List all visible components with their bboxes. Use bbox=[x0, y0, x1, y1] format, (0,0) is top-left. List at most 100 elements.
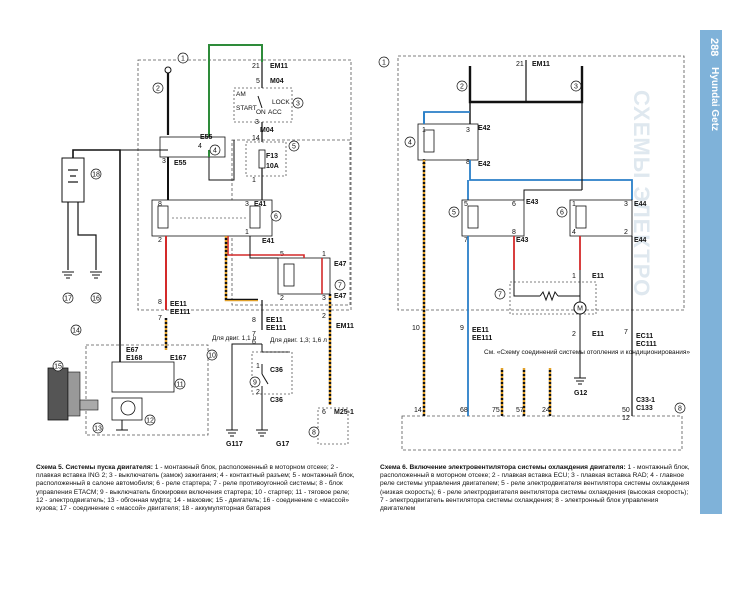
side-title: Hyundai Getz bbox=[709, 67, 720, 132]
engine-11-label: Для двиг. 1,1 л bbox=[212, 335, 256, 342]
fan-relay-high-e44 bbox=[569, 199, 633, 237]
pin-8-e41: 8 bbox=[158, 201, 162, 208]
conn-e41-bottom: E41 bbox=[262, 238, 275, 245]
conn-e55-top: E55 bbox=[200, 134, 213, 141]
conn-c36-top: C36 bbox=[270, 367, 283, 374]
ignition-switch-box bbox=[233, 87, 293, 123]
ecu-block bbox=[401, 415, 683, 451]
right-ref-2: 2 bbox=[460, 84, 464, 91]
left-ref-9: 9 bbox=[253, 380, 257, 387]
conn-ee111-b: EE111 bbox=[266, 325, 286, 332]
side-tab-text: 288 Hyundai Getz bbox=[702, 38, 720, 238]
left-ref-8: 8 bbox=[312, 430, 316, 437]
pin-1-e42: 1 bbox=[422, 127, 426, 134]
right-ref-6: 6 bbox=[560, 210, 564, 217]
pin-14: 14 bbox=[252, 135, 260, 142]
pin-8-e43: 8 bbox=[512, 229, 516, 236]
pin-1-e47: 1 bbox=[322, 251, 326, 258]
ground-g17 bbox=[256, 429, 268, 437]
left-ref-11: 11 bbox=[176, 382, 183, 389]
conn-e44-top: E44 bbox=[634, 201, 647, 208]
ground-g117-label: G117 bbox=[226, 441, 243, 448]
wire-green bbox=[208, 44, 263, 150]
pin-1-e11: 1 bbox=[572, 273, 576, 280]
left-block-5-outline bbox=[231, 139, 351, 306]
pin-6-m25: 6 bbox=[322, 409, 326, 416]
right-refs: 1 2 3 4 5 6 7 8 bbox=[378, 56, 686, 414]
pin-2-em11: 2 bbox=[322, 313, 326, 320]
pin-1-e44: 1 bbox=[572, 201, 576, 208]
ground-g12 bbox=[574, 377, 586, 385]
fan-motor-m: M bbox=[577, 306, 583, 313]
ground-16-body bbox=[90, 271, 102, 279]
conn-e67: E67 bbox=[126, 347, 139, 354]
conn-e44-bottom: E44 bbox=[634, 237, 647, 244]
left-ref-18: 18 bbox=[92, 172, 100, 179]
conn-m04-top: M04 bbox=[270, 78, 284, 85]
page-number: 288 bbox=[708, 38, 720, 57]
pin-4-e44: 4 bbox=[572, 229, 576, 236]
conn-e43-top: E43 bbox=[526, 199, 539, 206]
wire-blue-relay-bus bbox=[469, 160, 633, 200]
starter-motor bbox=[111, 397, 143, 421]
conn-e47-bottom: E47 bbox=[334, 293, 347, 300]
conn-m25: M25-1 bbox=[334, 409, 354, 416]
pin-7-ec: 7 bbox=[624, 329, 628, 336]
ecu-pin-68: 68 bbox=[460, 407, 468, 414]
conn-ee111-right: EE111 bbox=[472, 335, 492, 342]
ecu-pin-75: 75 bbox=[492, 407, 500, 414]
conn-em11-right: EM11 bbox=[532, 61, 550, 68]
right-diagram: EM11 21 E42 E42 1 2 3 8 E43 E43 5 6 7 bbox=[397, 55, 690, 451]
right-ref-1: 1 bbox=[382, 60, 386, 67]
pin-3-e44: 3 bbox=[624, 201, 628, 208]
fuse-f13-label: F13 bbox=[266, 153, 278, 160]
caption-left-text: 1 - монтажный блок, расположенный в мото… bbox=[36, 464, 355, 513]
pin-2-e41: 2 bbox=[158, 237, 162, 244]
left-ref-15: 15 bbox=[54, 364, 62, 371]
pin-5-m04: 5 bbox=[256, 78, 260, 85]
left-ref-1: 1 bbox=[181, 56, 185, 63]
pin-5-e43: 5 bbox=[464, 201, 468, 208]
pin-2-e44: 2 bbox=[624, 229, 628, 236]
pin-1-c36: 1 bbox=[256, 363, 260, 370]
pin-2-e11: 2 bbox=[572, 331, 576, 338]
left-ref-5: 5 bbox=[292, 144, 296, 151]
pin-10: 10 bbox=[412, 325, 420, 332]
engine bbox=[67, 371, 81, 417]
conn-ee11-a: EE11 bbox=[170, 301, 187, 308]
conn-em11-top: EM11 bbox=[270, 63, 288, 70]
left-block-1-outline bbox=[137, 59, 352, 311]
conn-e47-top: E47 bbox=[334, 261, 347, 268]
pin-7-center: 7 bbox=[252, 331, 256, 338]
right-block-1-outline bbox=[397, 55, 685, 311]
left-ref-10: 10 bbox=[208, 353, 216, 360]
conn-e168: E168 bbox=[126, 355, 142, 362]
caption-left-title: Схема 5. Системы пуска двигателя: bbox=[36, 464, 153, 471]
pin-6-center: 6 bbox=[252, 339, 256, 346]
ignition-am: AM bbox=[236, 91, 246, 98]
left-ref-2: 2 bbox=[156, 86, 160, 93]
starter-assembly bbox=[85, 344, 209, 436]
etacm-block bbox=[317, 407, 349, 445]
side-tab bbox=[700, 30, 722, 514]
left-ref-13: 13 bbox=[94, 426, 102, 433]
left-refs: 1 2 3 4 5 6 7 8 9 10 11 12 13 14 15 16 1… bbox=[52, 52, 346, 438]
left-ref-6: 6 bbox=[274, 214, 278, 221]
pin-7-ee111: 7 bbox=[158, 315, 162, 322]
conn-e167: E167 bbox=[170, 355, 186, 362]
ignition-start: START bbox=[236, 105, 257, 112]
right-ref-8: 8 bbox=[678, 406, 682, 413]
pin-1-f13: 1 bbox=[252, 177, 256, 184]
right-ref-5: 5 bbox=[452, 210, 456, 217]
pin-6-e43: 6 bbox=[512, 201, 516, 208]
conn-ee11-b: EE11 bbox=[266, 317, 283, 324]
fuse-f13-rating: 10A bbox=[266, 163, 279, 170]
ecu-pin-14: 14 bbox=[414, 407, 422, 414]
pin-21-left: 21 bbox=[252, 63, 260, 70]
pin-9: 9 bbox=[460, 325, 464, 332]
pin-3-e41: 3 bbox=[245, 201, 249, 208]
conn-c33: C33-1 bbox=[636, 397, 655, 404]
conn-ee11-right: EE11 bbox=[472, 327, 489, 334]
